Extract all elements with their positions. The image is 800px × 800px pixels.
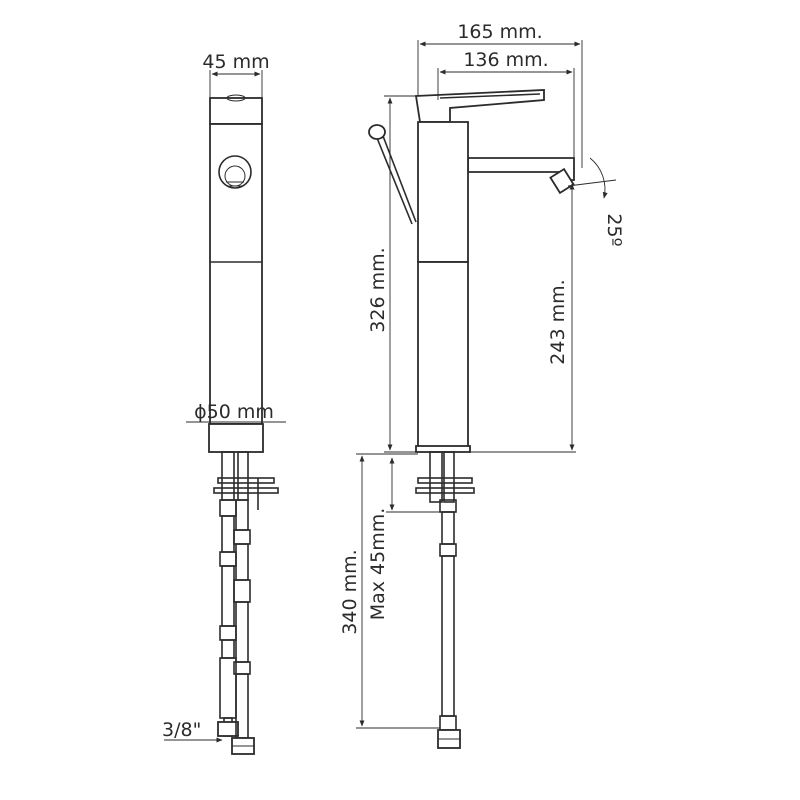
- front-view-dimensions: 165 mm. 136 mm. 326 mm. 243 mm. 25º 340 …: [339, 21, 625, 729]
- front-nut: [415, 487, 475, 494]
- side-view-cap: [209, 97, 263, 125]
- spout-aerator: [549, 167, 575, 195]
- dim-label-thread: 3/8": [162, 719, 201, 741]
- dim-label-45mm: 45 mm: [202, 51, 269, 73]
- front-body-upper: [417, 121, 469, 263]
- dim-label-angle: 25º: [603, 213, 625, 246]
- dim-label-diameter-50: ϕ50 mm: [194, 401, 274, 423]
- front-body-lower: [417, 261, 469, 449]
- front-washer: [417, 477, 473, 484]
- side-nut: [213, 487, 279, 494]
- dim-label-340mm: 340 mm.: [339, 549, 361, 634]
- side-view-cap-hole: [226, 94, 246, 102]
- side-lever-knob: [368, 124, 386, 140]
- dim-label-max45mm: Max 45mm.: [367, 508, 389, 621]
- dim-label-165mm: 165 mm.: [457, 21, 542, 43]
- side-view: [208, 94, 279, 755]
- dim-label-243mm: 243 mm.: [547, 279, 569, 364]
- side-washer: [217, 477, 275, 484]
- side-view-dimensions: 45 mm ϕ50 mm 3/8": [162, 51, 286, 743]
- hose-fitting-a: [217, 721, 239, 737]
- front-base: [415, 445, 471, 453]
- swivel-arc: [589, 157, 608, 199]
- front-view: [368, 89, 575, 749]
- dim-label-326mm: 326 mm.: [367, 247, 389, 332]
- side-view-body: [209, 123, 263, 425]
- dim-label-136mm: 136 mm.: [463, 49, 548, 71]
- side-view-base: [208, 423, 264, 453]
- aerator-circle: [218, 155, 252, 189]
- side-lever-rod: [376, 137, 413, 225]
